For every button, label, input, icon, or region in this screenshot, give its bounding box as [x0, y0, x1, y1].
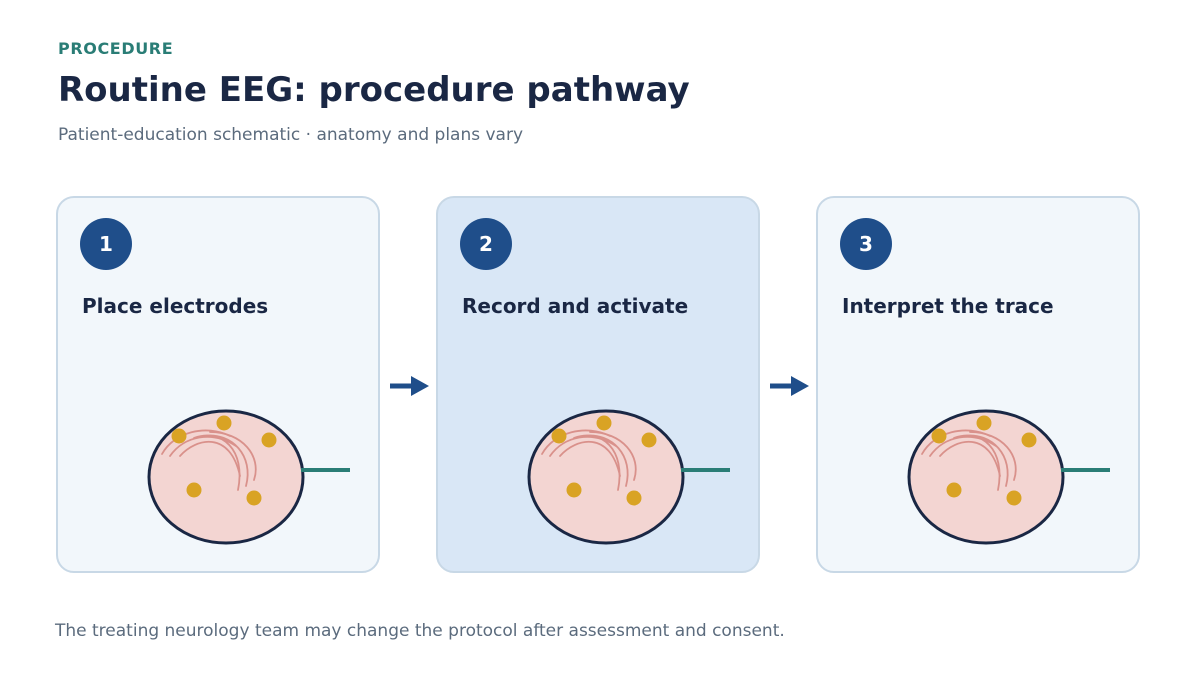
- electrodes: [931, 415, 1037, 506]
- page-subtitle: Patient-education schematic · anatomy an…: [58, 125, 524, 145]
- page-title: Routine EEG: procedure pathway: [58, 70, 690, 110]
- brain-folds: [921, 429, 1017, 491]
- head-outline: [527, 409, 685, 545]
- step-badge-1: 1: [80, 218, 132, 270]
- head-with-eeg-electrodes-icon: [147, 409, 350, 545]
- eeg-head-illustration-3: [907, 409, 1110, 545]
- head-outline: [147, 409, 305, 545]
- brain-folds: [541, 429, 637, 491]
- step-card-1: 1 Place electrodes: [56, 196, 380, 573]
- brain-folds: [161, 429, 257, 491]
- step-card-3: 3 Interpret the trace: [816, 196, 1140, 573]
- electrodes: [171, 415, 277, 506]
- eeg-head-illustration-1: [147, 409, 350, 545]
- step-title-1: Place electrodes: [82, 294, 269, 318]
- step-badge-3: 3: [840, 218, 892, 270]
- footer-note: The treating neurology team may change t…: [55, 621, 785, 641]
- arrow-right-icon-1: [390, 376, 429, 396]
- eeg-head-illustration-2: [527, 409, 730, 545]
- head-outline: [907, 409, 1065, 545]
- eyebrow-label: PROCEDURE: [58, 39, 174, 58]
- arrow-right-icon-2: [770, 376, 809, 396]
- step-card-2: 2 Record and activate: [436, 196, 760, 573]
- electrodes: [551, 415, 657, 506]
- step-badge-2: 2: [460, 218, 512, 270]
- head-with-eeg-electrodes-icon: [907, 409, 1110, 545]
- head-with-eeg-electrodes-icon: [527, 409, 730, 545]
- step-title-2: Record and activate: [462, 294, 689, 318]
- step-title-3: Interpret the trace: [842, 294, 1054, 318]
